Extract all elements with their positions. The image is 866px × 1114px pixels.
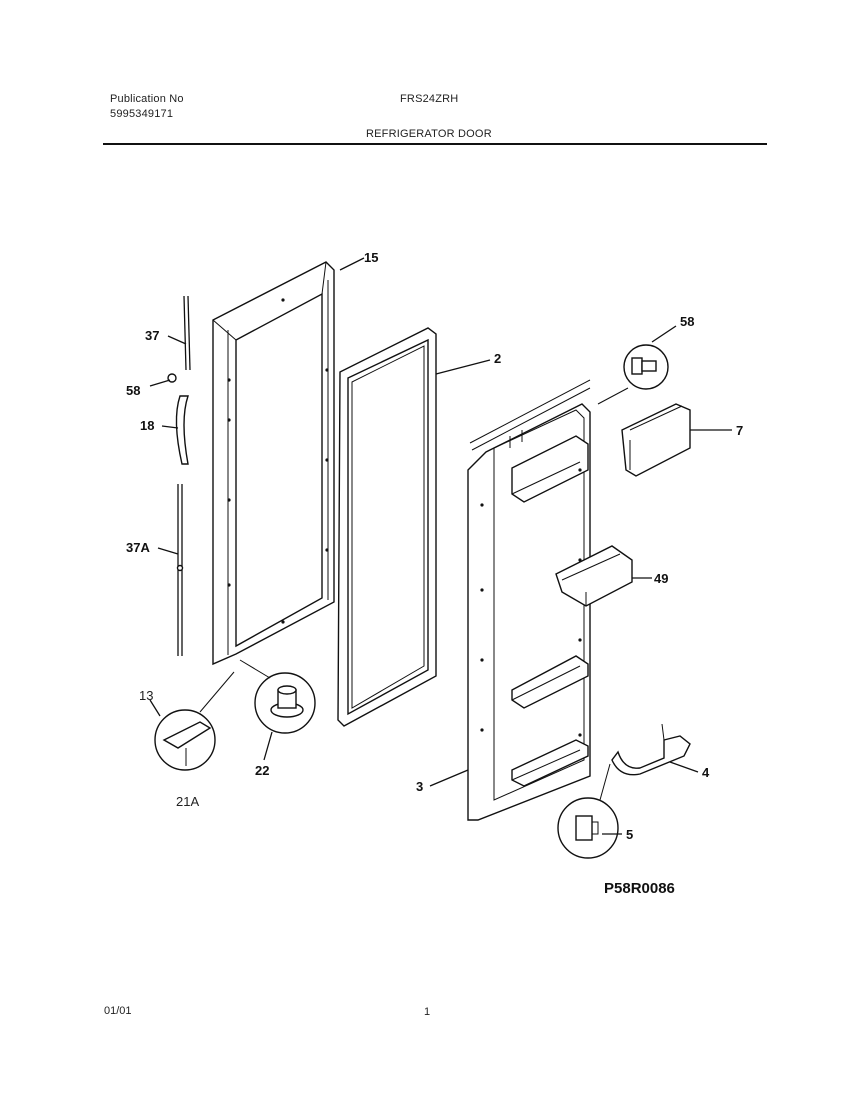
part-58-screw-upper <box>597 344 669 405</box>
part-7-dairy-door <box>621 403 691 477</box>
callout-49: 49 <box>654 571 668 586</box>
part-13-hinge-bracket <box>154 671 235 771</box>
publication-number: 5995349171 <box>110 108 174 120</box>
footer-date: 01/01 <box>104 1005 132 1017</box>
callout-5: 5 <box>626 827 633 842</box>
part-37-hinge-rod-upper <box>183 295 191 371</box>
callout-13: 13 <box>139 688 153 703</box>
header-rule <box>103 143 767 145</box>
part-22-door-stop <box>239 659 316 734</box>
leader-4 <box>669 761 699 773</box>
model-number: FRS24ZRH <box>400 93 459 105</box>
leader-22 <box>263 731 273 761</box>
leader-3 <box>429 769 469 787</box>
publication-label: Publication No <box>110 93 184 105</box>
leader-15 <box>339 257 365 271</box>
callout-37a: 37A <box>126 540 150 555</box>
callout-37: 37 <box>145 328 159 343</box>
part-49-door-bin <box>555 545 633 607</box>
callout-3: 3 <box>416 779 423 794</box>
callout-22: 22 <box>255 763 269 778</box>
part-3-door-liner <box>467 379 591 821</box>
leader-13 <box>149 699 161 717</box>
callout-58-upper: 58 <box>680 314 694 329</box>
part-2-door-gasket <box>337 327 437 727</box>
leader-18 <box>161 425 179 429</box>
callout-2: 2 <box>494 351 501 366</box>
part-15-door-panel <box>212 261 335 666</box>
callout-4: 4 <box>702 765 710 780</box>
leader-37 <box>167 335 187 345</box>
leader-58-left <box>149 379 171 387</box>
section-title: REFRIGERATOR DOOR <box>366 128 492 140</box>
callout-58-left: 58 <box>126 383 140 398</box>
callout-18: 18 <box>140 418 154 433</box>
part-5-rail-end-cap <box>557 763 619 859</box>
callout-15: 15 <box>364 250 378 265</box>
callout-7: 7 <box>736 423 743 438</box>
part-37a-hinge-rod-lower <box>176 484 184 656</box>
part-18-hinge-bushing <box>175 395 189 465</box>
footer-page-number: 1 <box>424 1006 430 1018</box>
diagram-code: P58R0086 <box>604 880 675 897</box>
leader-2 <box>435 359 491 375</box>
leader-37a <box>157 547 179 555</box>
callout-21a: 21A <box>176 794 199 809</box>
part-4-shelf-rail <box>611 723 691 776</box>
leader-58-upper <box>651 325 677 343</box>
